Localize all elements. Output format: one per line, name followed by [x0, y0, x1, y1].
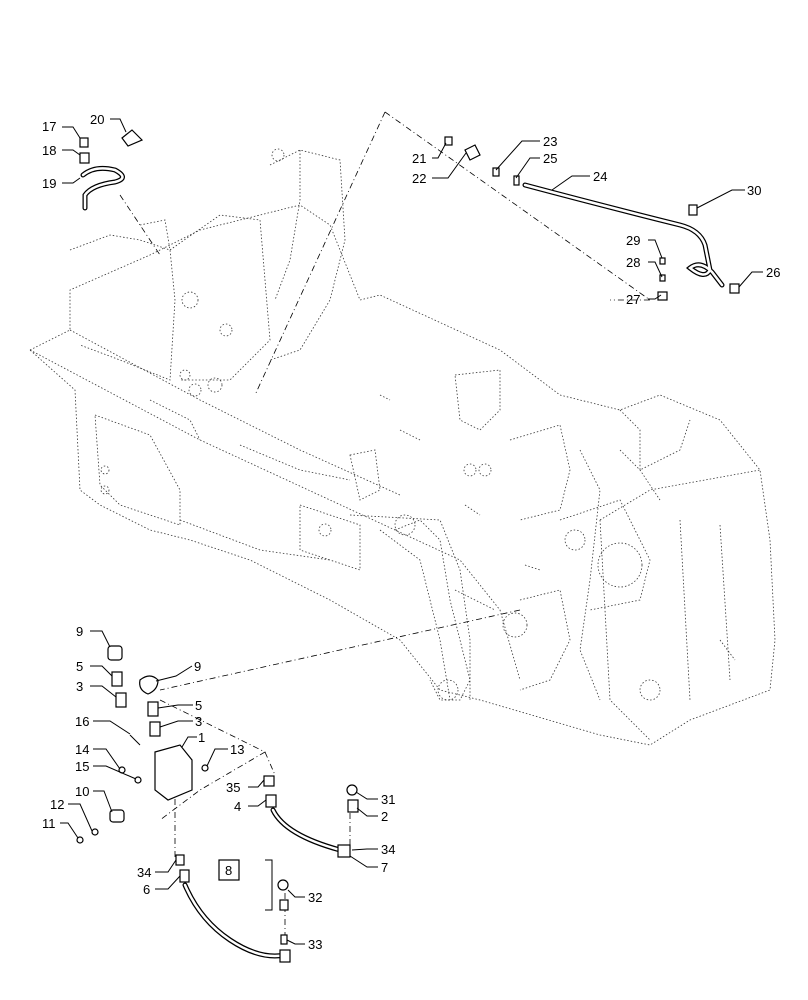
callout-31: 31 [381, 792, 395, 807]
callout-30: 30 [747, 183, 761, 198]
cap-20 [121, 129, 144, 147]
callout-2: 2 [381, 809, 388, 824]
callout-8: 8 [225, 863, 232, 878]
callout-32: 32 [308, 890, 322, 905]
callout-22: 22 [412, 171, 426, 186]
hoses-group-bottom [175, 775, 359, 963]
callout-5b: 5 [195, 698, 202, 713]
callout-5a: 5 [76, 659, 83, 674]
callout-10: 10 [75, 784, 89, 799]
callout-9b: 9 [194, 659, 201, 674]
callout-34b: 34 [381, 842, 395, 857]
chassis-frame [29, 148, 776, 746]
callout-7: 7 [381, 860, 388, 875]
callout-labels: 17 18 19 20 21 22 23 25 24 30 29 28 27 2… [42, 112, 780, 952]
fittings-group-bottom-left [76, 645, 209, 844]
callout-20: 20 [90, 112, 104, 127]
callout-24: 24 [593, 169, 607, 184]
hose-group-top-right [444, 136, 740, 301]
callout-35: 35 [226, 780, 240, 795]
callout-33: 33 [308, 937, 322, 952]
callout-3a: 3 [76, 679, 83, 694]
leader-lines [60, 118, 763, 945]
fittings-group-top-left [79, 129, 144, 211]
callout-17: 17 [42, 119, 56, 134]
callout-12: 12 [50, 797, 64, 812]
callout-29: 29 [626, 233, 640, 248]
callout-28: 28 [626, 255, 640, 270]
callout-14: 14 [75, 742, 89, 757]
callout-13: 13 [230, 742, 244, 757]
callout-21: 21 [412, 151, 426, 166]
callout-25: 25 [543, 151, 557, 166]
callout-8-box [218, 859, 240, 881]
callout-9a: 9 [76, 624, 83, 639]
callout-1: 1 [198, 730, 205, 745]
callout-34a: 34 [137, 865, 151, 880]
callout-6: 6 [143, 882, 150, 897]
callout-4: 4 [234, 799, 241, 814]
callout-23: 23 [543, 134, 557, 149]
callout-15: 15 [75, 759, 89, 774]
callout-27: 27 [626, 292, 640, 307]
callout-11: 11 [42, 816, 56, 831]
callout-3b: 3 [195, 714, 202, 729]
callout-19: 19 [42, 176, 56, 191]
fitting-17 [79, 137, 89, 148]
callout-16: 16 [75, 714, 89, 729]
callout-26: 26 [766, 265, 780, 280]
fitting-18 [79, 152, 90, 164]
callout-18: 18 [42, 143, 56, 158]
